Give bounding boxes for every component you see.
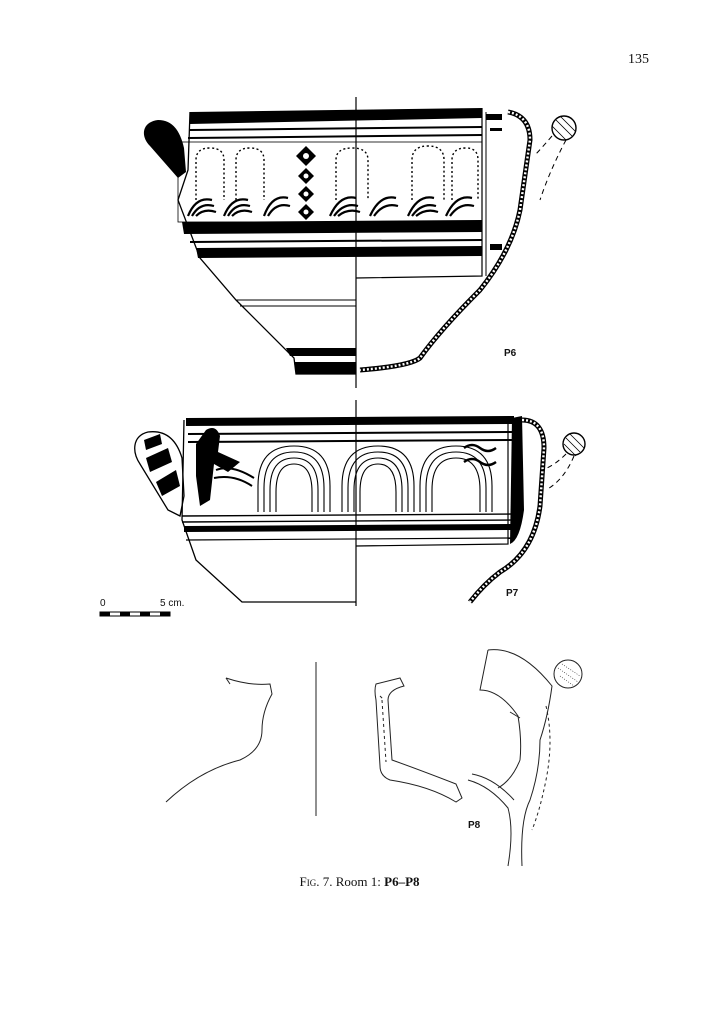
p7-drawing: [134, 400, 586, 606]
caption-fig-label: Fig. 7.: [299, 874, 333, 889]
scale-zero-label: 0: [100, 598, 106, 609]
scale-length-label: 5 cm.: [160, 598, 185, 609]
p7-label: P7: [506, 588, 519, 599]
p8-label: P8: [468, 820, 481, 831]
caption-room-text: Room 1:: [335, 874, 381, 889]
figure-caption: Fig. 7. Room 1: P6–P8: [0, 874, 719, 890]
p6-drawing: [143, 97, 577, 388]
scale-bar: [99, 611, 171, 617]
p8-drawing: [165, 649, 583, 867]
caption-ids: P6–P8: [384, 874, 420, 889]
p6-label: P6: [504, 348, 517, 359]
page-number: 135: [628, 52, 649, 67]
